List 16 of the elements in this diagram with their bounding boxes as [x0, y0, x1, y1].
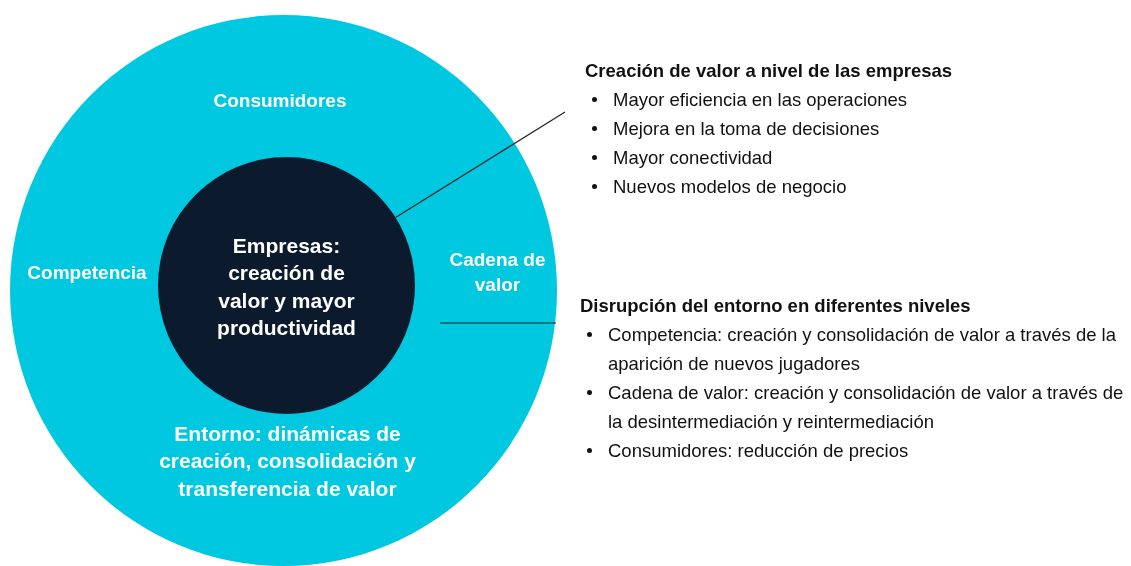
bullet-item: Nuevos modelos de negocio — [585, 172, 985, 201]
bullet-item: Consumidores: reducción de precios — [580, 436, 1131, 465]
circle-label: Entorno: dinámicas de creación, consolidación y transferencia de valor — [158, 421, 417, 502]
bullet-item: Mayor eficiencia en las operaciones — [585, 85, 985, 114]
block-heading: Disrupción del entorno en diferentes niveles — [580, 294, 972, 318]
bullet-item: Competencia: creación y consolidación de valor a través de la aparición de nuevos jugadores — [580, 320, 1131, 378]
circle-label: Empresas: creación de valor y mayor productividad — [216, 233, 357, 341]
bullet-item: Mejora en la toma de decisiones — [585, 114, 985, 143]
circle-label: Cadena de valor — [448, 248, 547, 297]
block-heading: Creación de valor a nivel de las empresas — [585, 59, 954, 83]
bullet-item: Mayor conectividad — [585, 143, 985, 172]
circle-label: Competencia — [26, 261, 148, 285]
bullet-item: Cadena de valor: creación y consolidación de valor a través de la desintermediación y reintermediación — [580, 378, 1131, 436]
leader-line — [394, 111, 566, 219]
circle-label: Consumidores — [212, 89, 348, 113]
leader-line — [439, 322, 557, 324]
